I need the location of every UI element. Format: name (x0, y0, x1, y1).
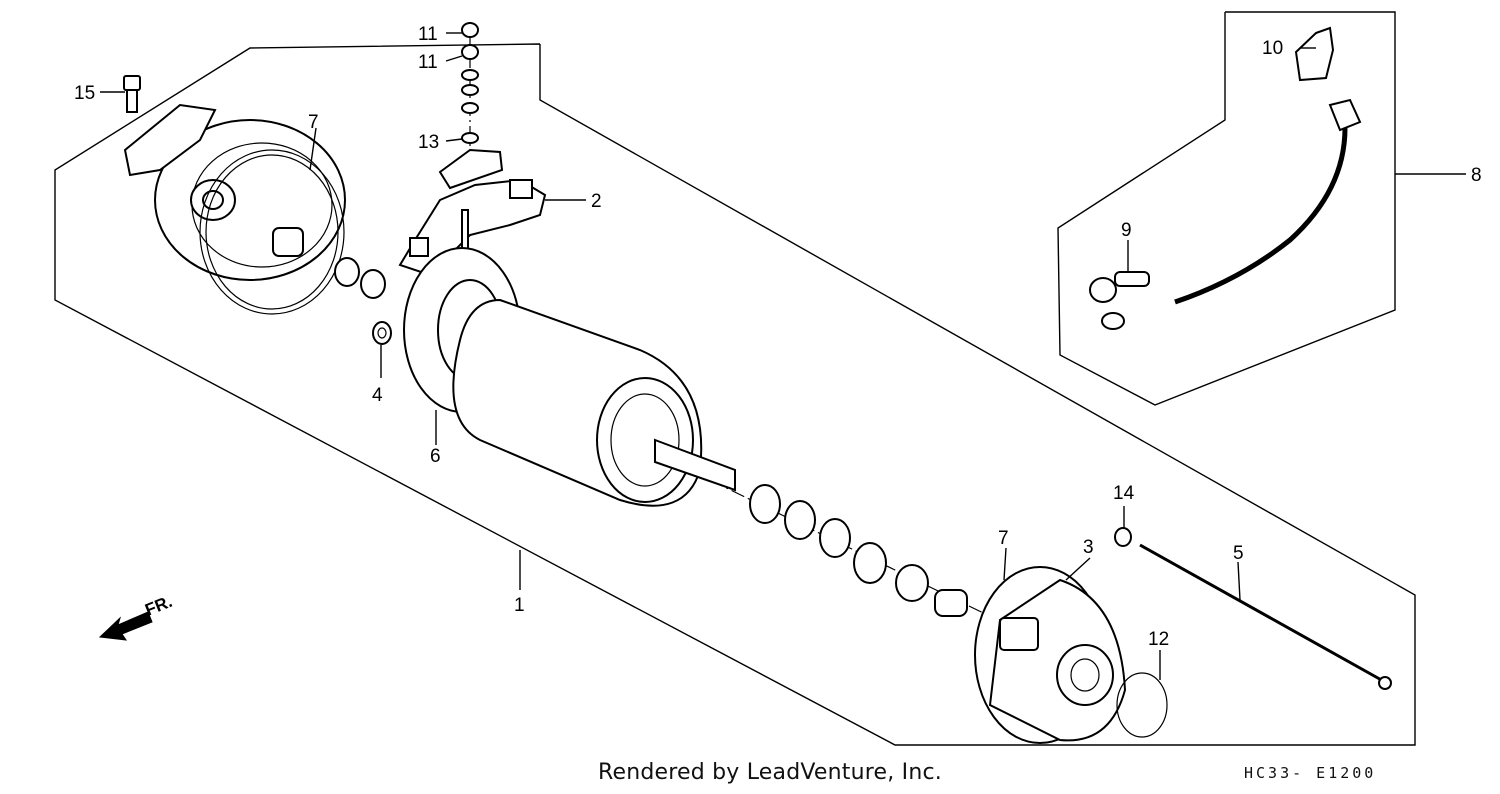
callout-10: 10 (1262, 38, 1283, 59)
washer (1114, 527, 1132, 547)
yoke-armature (452, 298, 736, 507)
o-ring (205, 154, 339, 310)
callout-3: 3 (1083, 537, 1094, 558)
rear-cover (974, 566, 1127, 744)
assembly-outline (54, 43, 1416, 746)
bushing (934, 589, 968, 617)
brush-holder (398, 148, 547, 277)
washer (334, 257, 360, 287)
nut (372, 321, 392, 345)
lock-washer (853, 542, 887, 584)
callout-8: 8 (1471, 165, 1482, 186)
thrust-washer (749, 484, 781, 524)
o-ring (1116, 672, 1168, 738)
callout-6: 6 (430, 446, 441, 467)
callout-5: 5 (1233, 543, 1244, 564)
callout-14: 14 (1113, 483, 1135, 504)
callout-13: 13 (418, 132, 439, 153)
flange-bolt (123, 75, 141, 113)
o-ring (199, 149, 345, 315)
callout-7-bottom: 7 (998, 528, 1009, 549)
leader-lines (100, 32, 1466, 680)
render-credit: Rendered by LeadVenture, Inc. (598, 760, 942, 785)
front-direction-arrow-icon (98, 611, 153, 641)
callout-7-top: 7 (308, 112, 319, 133)
front-housing (123, 103, 346, 281)
callout-9: 9 (1121, 220, 1132, 241)
callout-11-top: 11 (418, 24, 438, 45)
terminal-cap (1294, 26, 1335, 82)
front-direction-label: FR. (142, 592, 175, 620)
callout-12: 12 (1148, 629, 1169, 650)
thrust-washer (819, 518, 851, 558)
callout-1: 1 (514, 595, 525, 616)
thrust-washer (784, 500, 816, 540)
washer (360, 269, 386, 299)
through-bolt-head (1378, 676, 1392, 690)
nut-washer-stack (461, 22, 479, 144)
callout-11-lower: 11 (418, 52, 438, 73)
diagram-code: HC33- E1200 (1244, 764, 1377, 782)
callout-15: 15 (74, 83, 95, 104)
callout-2: 2 (591, 191, 602, 212)
cable-subassembly-outline (1057, 11, 1396, 406)
bearing (895, 564, 929, 602)
callout-4: 4 (372, 385, 383, 406)
starter-cable (1101, 98, 1362, 330)
through-bolt (1139, 543, 1386, 684)
terminal-nut (1089, 271, 1150, 303)
